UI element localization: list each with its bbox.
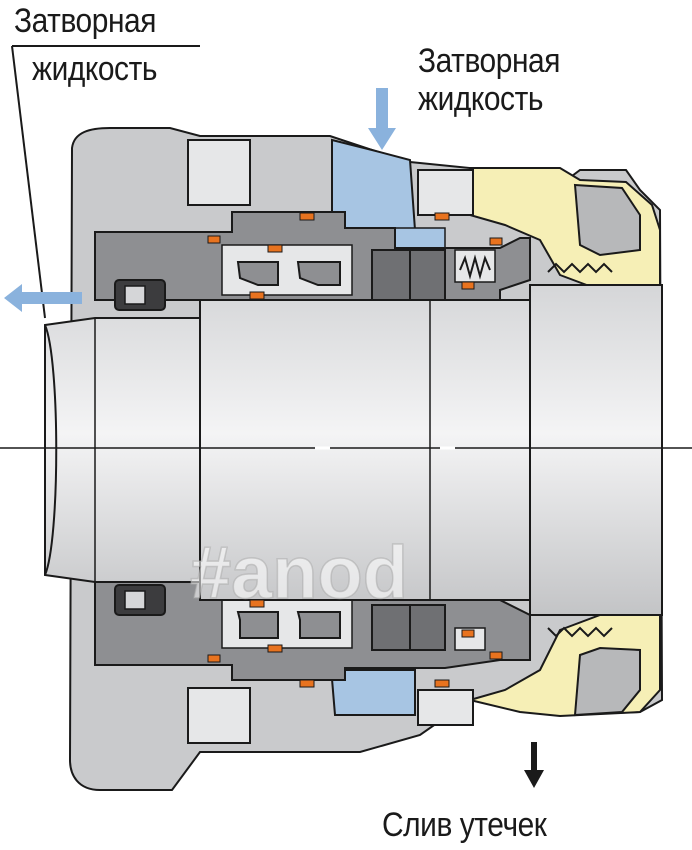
pin-top-head <box>124 285 146 305</box>
housing-block-upper-left <box>187 139 251 206</box>
o-ring <box>489 651 503 660</box>
o-ring <box>207 654 221 663</box>
barrier-fluid-label-right: Затворная жидкость <box>418 42 560 118</box>
seal-face-stationary-bottom <box>409 604 446 651</box>
o-ring <box>267 644 283 653</box>
o-ring <box>434 212 450 221</box>
seal-face-stationary-top <box>409 249 446 301</box>
outlet-arrow-icon <box>4 284 82 312</box>
housing-block-lower-mid <box>417 689 474 726</box>
o-ring <box>249 599 265 608</box>
leader-line-left <box>11 45 46 319</box>
gland-bolt-bottom <box>573 646 641 717</box>
label-line: Затворная <box>14 2 157 40</box>
inlet-arrow-icon <box>368 88 396 150</box>
o-ring <box>267 244 283 253</box>
o-ring <box>299 679 315 688</box>
label-line: жидкость <box>32 50 157 88</box>
lip-seal-top-2 <box>296 261 341 286</box>
shaft-end-chamfer <box>44 324 58 576</box>
shaft <box>44 284 663 616</box>
o-ring <box>461 281 475 290</box>
thread-bottom <box>547 626 613 638</box>
label-line: Затворная <box>418 42 561 80</box>
o-ring <box>207 235 221 244</box>
thread-top <box>547 262 613 274</box>
spring-top <box>459 254 491 280</box>
barrier-fluid-label-left-2: жидкость <box>32 50 157 88</box>
o-ring <box>461 629 475 638</box>
leakage-drain-label: Слив утечек <box>382 806 547 844</box>
housing-block-lower-left <box>187 687 251 744</box>
lip-seal-top-1 <box>236 261 279 286</box>
pin-bottom-head <box>124 590 146 610</box>
gland-bolt-top <box>573 183 641 257</box>
lip-seal-bottom-1 <box>236 611 279 639</box>
drain-arrow-icon <box>524 742 544 788</box>
o-ring <box>434 679 450 688</box>
o-ring <box>299 212 315 221</box>
label-line: жидкость <box>418 80 543 118</box>
seal-face-rotating-top <box>371 249 411 301</box>
o-ring <box>489 237 503 246</box>
lip-seal-bottom-2 <box>296 611 341 639</box>
o-ring <box>249 291 265 300</box>
seal-face-rotating-bottom <box>371 604 411 651</box>
o-rings <box>207 212 503 688</box>
barrier-fluid-label-left: Затворная <box>14 2 156 40</box>
housing-block-upper-mid <box>417 169 474 216</box>
